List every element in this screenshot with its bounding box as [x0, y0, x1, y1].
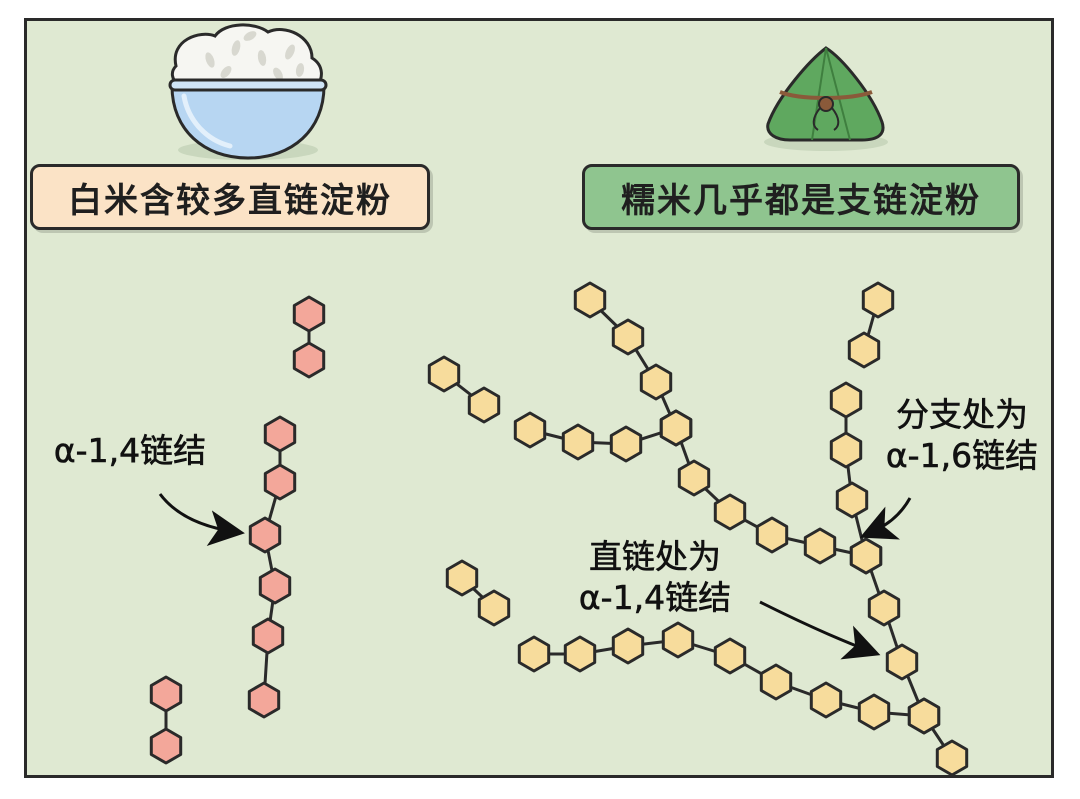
glucose-hexagon-icon: [513, 411, 547, 449]
glucose-hexagon-icon: [829, 381, 863, 419]
glucose-hexagon-icon: [809, 681, 843, 719]
glucose-hexagon-icon: [611, 627, 645, 665]
glucose-hexagon-icon: [248, 516, 282, 554]
straight-bond-line1: 直链处为: [589, 537, 722, 577]
glucose-hexagon-icon: [263, 463, 297, 501]
glucose-hexagon-icon: [755, 516, 789, 554]
glutinous-title: 糯米几乎都是支链淀粉: [582, 164, 1020, 230]
glucose-hexagon-icon: [467, 386, 501, 424]
branch-bond-line1: 分支处为: [896, 395, 1029, 435]
glucose-hexagon-icon: [659, 409, 693, 447]
glucose-hexagon-icon: [427, 355, 461, 393]
glucose-hexagon-icon: [517, 635, 551, 673]
glucose-hexagon-icon: [835, 481, 869, 519]
straight-bond-label: 直链处为 α-1,4链结: [530, 536, 780, 618]
rice-title: 白米含较多直链淀粉: [30, 164, 430, 230]
glucose-hexagon-icon: [611, 318, 645, 356]
glucose-chains: [149, 281, 969, 777]
glucose-hexagon-icon: [907, 697, 941, 735]
glucose-hexagon-icon: [609, 425, 643, 463]
rice-bowl-icon: [168, 23, 328, 160]
glucose-hexagon-icon: [885, 643, 919, 681]
glucose-hexagon-icon: [247, 681, 281, 719]
glucose-hexagon-icon: [149, 675, 183, 713]
amylose-bond-label: α-1,4链结: [20, 430, 240, 471]
glucose-hexagon-icon: [935, 739, 969, 777]
glucose-hexagon-icon: [857, 693, 891, 731]
glucose-hexagon-icon: [639, 363, 673, 401]
glucose-hexagon-icon: [861, 281, 895, 319]
glucose-hexagon-icon: [477, 589, 511, 627]
glucose-hexagon-icon: [292, 341, 326, 379]
glucose-hexagon-icon: [713, 637, 747, 675]
glucose-hexagon-icon: [445, 559, 479, 597]
glucose-hexagon-icon: [829, 431, 863, 469]
arrow-icon: [158, 493, 912, 660]
glucose-hexagon-icon: [759, 663, 793, 701]
glucose-hexagon-icon: [573, 281, 607, 319]
glucose-hexagon-icon: [849, 537, 883, 575]
glucose-hexagon-icon: [563, 635, 597, 673]
branch-bond-line2: α-1,6链结: [885, 436, 1039, 476]
glucose-hexagon-icon: [661, 621, 695, 659]
glucose-hexagon-icon: [258, 567, 292, 605]
amylose-bond-text: α-1,4链结: [53, 431, 207, 471]
glucose-hexagon-icon: [263, 415, 297, 453]
glucose-hexagon-icon: [847, 331, 881, 369]
glucose-hexagon-icon: [713, 493, 747, 531]
glucose-hexagon-icon: [677, 459, 711, 497]
branch-bond-label: 分支处为 α-1,6链结: [852, 394, 1072, 476]
straight-bond-line2: α-1,4链结: [578, 578, 732, 618]
glucose-hexagon-icon: [561, 423, 595, 461]
glucose-hexagon-icon: [149, 727, 183, 765]
zongzi-icon: [764, 46, 888, 151]
glucose-hexagon-icon: [292, 295, 326, 333]
glucose-hexagon-icon: [251, 617, 285, 655]
glucose-hexagon-icon: [867, 589, 901, 627]
glucose-hexagon-icon: [803, 527, 837, 565]
